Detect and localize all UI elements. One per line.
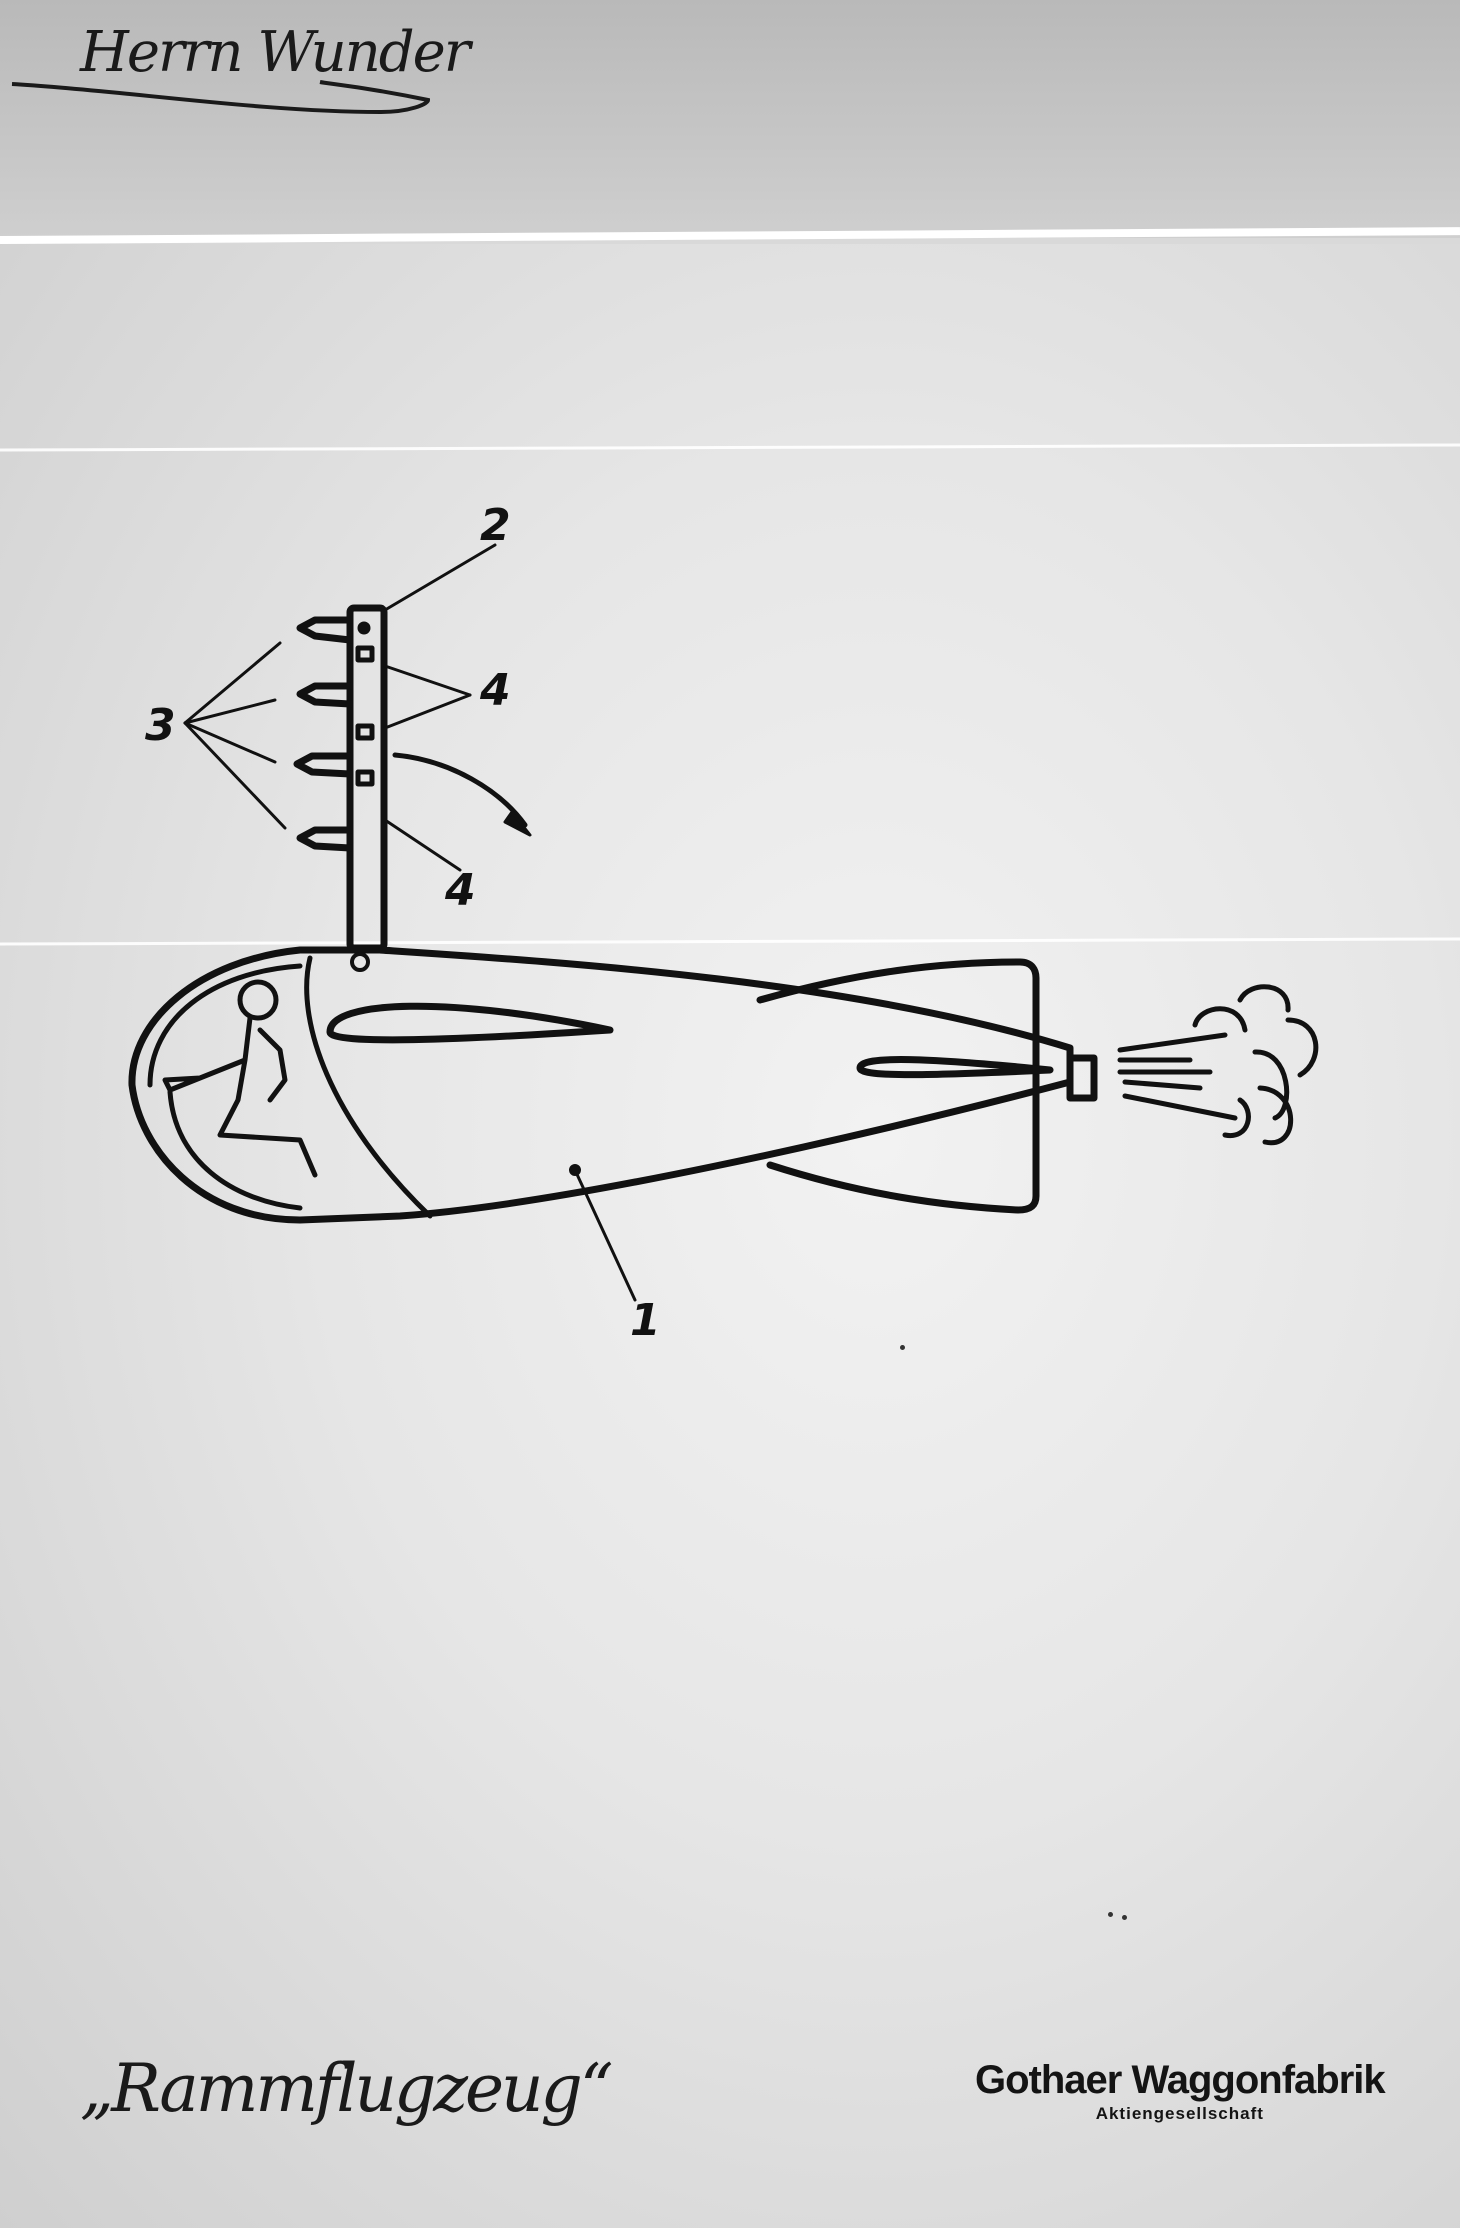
- callout-3: 3: [145, 700, 176, 751]
- cockpit-divider: [304, 955, 433, 1219]
- scan-speck: [900, 1345, 905, 1350]
- hinge-fitting: [350, 952, 370, 972]
- motion-arrow: [392, 752, 528, 828]
- handwritten-signature: Herrn Wunder: [80, 20, 471, 85]
- company-name: Gothaer Waggonfabrik: [975, 2058, 1386, 2102]
- callout-1: 1: [630, 1295, 661, 1346]
- callout-4-lower: 4: [444, 865, 476, 916]
- paper-sheet: [0, 244, 1460, 2228]
- callout-2: 2: [480, 500, 511, 551]
- rocket-nozzle: [1066, 1054, 1098, 1102]
- exhaust-cloud: [1117, 984, 1319, 1146]
- tail-fins: [756, 958, 1040, 1214]
- rear-wing-section: [856, 1056, 1054, 1079]
- ramming-mast: [346, 604, 388, 952]
- handwritten-caption: „Rammflugzeug“: [80, 2050, 614, 2127]
- wing-cross-section: [326, 1002, 614, 1044]
- callout-lines: [183, 543, 637, 1302]
- pilot-figure: [162, 979, 318, 1178]
- callout-4-upper: 4: [479, 665, 511, 716]
- cutting-blades: [293, 616, 354, 852]
- top-margin-band: [0, 0, 1460, 238]
- company-subtitle: Aktiengesellschaft: [1095, 2104, 1264, 2123]
- company-stamp: Gothaer Waggonfabrik Aktiengesellschaft: [975, 2058, 1386, 2124]
- scan-speck: [1108, 1912, 1113, 1917]
- scan-speck: [1122, 1915, 1127, 1920]
